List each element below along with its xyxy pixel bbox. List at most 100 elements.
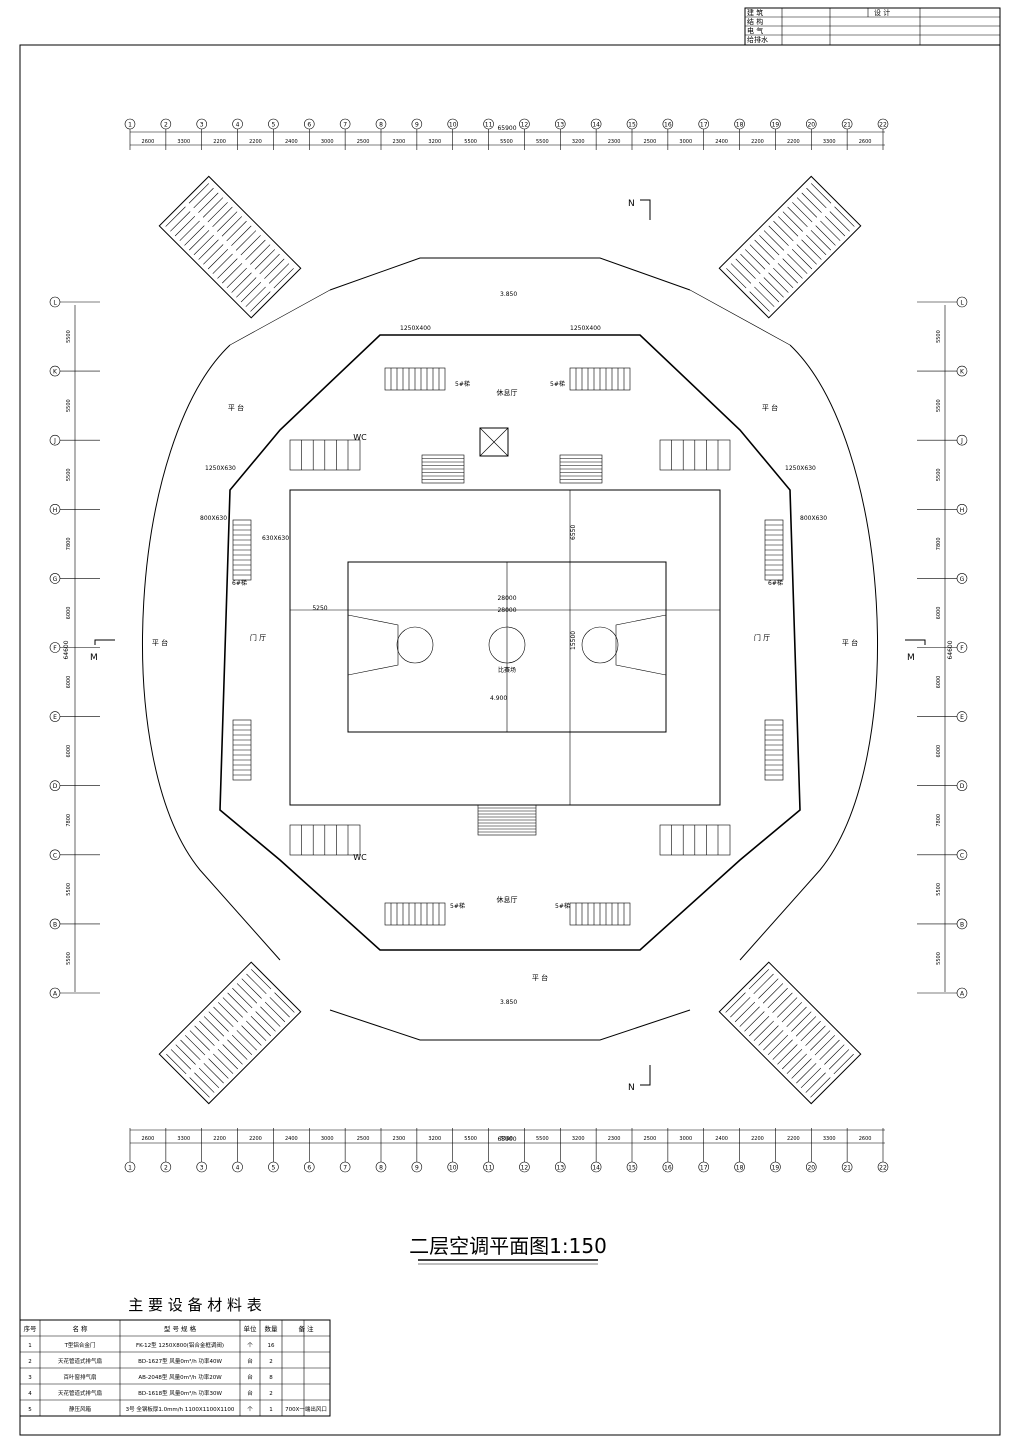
axis-bubble-20-top: 20	[805, 118, 817, 150]
main-hall: 比赛场 28000 28000 15500 6550 5250 门 厅 门 厅 …	[152, 291, 858, 1006]
axis-bubble-21-bottom: 21	[841, 1128, 853, 1173]
axis-bubble-14-bottom: 14	[590, 1128, 602, 1173]
axis-bubble-15-top: 15	[626, 118, 638, 150]
svg-text:N: N	[628, 1083, 635, 1093]
section-marker-m-right: M	[905, 639, 926, 663]
svg-text:17: 17	[700, 122, 708, 129]
drawing-title-text: 二层空调平面图1:150	[409, 1234, 607, 1258]
bottom-dim-15: 3000	[679, 1136, 692, 1142]
top-total-dim: 65900	[497, 125, 516, 132]
table-cell-5-2: 3号 全钢板厚1.0mm/h 1100X1100X1100	[126, 1405, 235, 1413]
table-cell-4-4: 2	[269, 1391, 273, 1397]
svg-text:3: 3	[200, 1165, 204, 1172]
axis-bubble-22-bottom: 22	[877, 1128, 889, 1173]
axis-bubble-H-left: H	[49, 503, 100, 515]
svg-text:K: K	[53, 369, 58, 376]
svg-text:13: 13	[556, 1165, 564, 1172]
stair-wing-bottom-right	[718, 961, 862, 1105]
platform-bottom: 平 台	[532, 973, 548, 982]
axis-bubble-12-bottom: 12	[519, 1128, 530, 1173]
axis-bubble-5-bottom: 5	[268, 1128, 279, 1173]
axis-bubble-4-bottom: 4	[232, 1128, 243, 1173]
svg-text:4: 4	[236, 122, 240, 129]
top-dim-19: 3300	[823, 139, 836, 145]
table-cell-5-4: 1	[269, 1407, 273, 1413]
table-cell-3-3: 台	[247, 1373, 253, 1381]
bottom-dim-13: 2300	[608, 1136, 621, 1142]
table-cell-5-0: 5	[28, 1407, 32, 1413]
stair-top-right	[569, 367, 631, 391]
wc-room-bottom-left	[289, 824, 361, 856]
court-width-dim: 28000	[497, 607, 516, 614]
svg-text:2: 2	[164, 122, 168, 129]
svg-text:13: 13	[556, 122, 564, 129]
drawing-title: 二层空调平面图1:150	[409, 1234, 607, 1265]
axis-bubble-8-bottom: 8	[375, 1128, 387, 1173]
axis-bubble-13-bottom: 13	[554, 1128, 566, 1173]
stair-5-top-right: 5#梯	[550, 380, 565, 388]
axis-bubble-2-bottom: 2	[160, 1128, 172, 1173]
svg-text:15: 15	[628, 122, 636, 129]
left-dim-6: 6000	[66, 745, 72, 758]
stair-left-lower	[232, 719, 252, 781]
top-dim-15: 3000	[679, 139, 692, 145]
table-cell-1-3: 个	[247, 1342, 253, 1349]
axis-bubble-14-top: 14	[590, 118, 602, 150]
axis-bubble-F-right: F	[917, 642, 968, 653]
table-header-0: 序号	[24, 1324, 38, 1333]
bottom-dim-1: 3300	[177, 1136, 190, 1142]
svg-text:21: 21	[843, 122, 851, 129]
svg-text:6: 6	[307, 122, 311, 129]
axis-bubble-17-bottom: 17	[698, 1128, 710, 1173]
svg-text:15: 15	[628, 1165, 636, 1172]
table-cell-5-5: 700X一端出风口	[285, 1405, 327, 1413]
table-header-1: 名 称	[72, 1324, 88, 1333]
right-dim-1: 5500	[936, 399, 942, 412]
axis-bubble-A-right: A	[917, 987, 968, 999]
svg-text:F: F	[53, 645, 57, 652]
svg-text:19: 19	[772, 1165, 780, 1172]
axis-bubble-19-bottom: 19	[770, 1128, 781, 1173]
bottom-dim-18: 2200	[787, 1136, 800, 1142]
duct-label-800-right: 800X630	[800, 515, 827, 522]
svg-text:16: 16	[664, 122, 672, 129]
svg-text:K: K	[960, 369, 965, 376]
duct-label-top-left: 1250X400	[400, 325, 431, 332]
axis-bubble-7-bottom: 7	[339, 1128, 351, 1173]
stair-right-lower	[764, 719, 784, 781]
wc-bottom: WC	[353, 853, 367, 862]
top-dim-16: 2400	[715, 139, 728, 145]
left-total-dim: 64600	[63, 640, 70, 659]
title-block-extra-label: 设 计	[874, 8, 890, 17]
title-block-label-0: 建 筑	[747, 8, 763, 17]
top-dim-13: 2300	[608, 139, 621, 145]
svg-text:J: J	[53, 438, 56, 445]
table-cell-3-4: 8	[269, 1375, 273, 1381]
left-dim-0: 5500	[66, 330, 72, 343]
court-surround	[289, 489, 721, 806]
right-axis-line: 64600	[944, 305, 954, 992]
section-marker-m-left: M	[90, 639, 115, 663]
left-dim-4: 6000	[66, 607, 72, 620]
bottom-dim-8: 3200	[428, 1136, 441, 1142]
axis-bubble-16-top: 16	[662, 118, 674, 150]
stair-5-top-left: 5#梯	[455, 380, 470, 388]
level-label-bottom: 3.850	[500, 999, 517, 1006]
axis-bubble-D-left: D	[49, 780, 100, 792]
svg-text:3: 3	[200, 122, 204, 129]
bottom-dim-9: 5500	[464, 1136, 477, 1142]
wc-room-top-right	[659, 439, 731, 471]
top-dim-3: 2200	[249, 139, 262, 145]
svg-text:4: 4	[236, 1165, 240, 1172]
table-cell-4-0: 4	[28, 1391, 32, 1397]
svg-text:5: 5	[272, 1165, 276, 1172]
top-dim-9: 5500	[464, 139, 477, 145]
svg-text:6: 6	[307, 1165, 311, 1172]
title-block-label-2: 电 气	[747, 26, 763, 35]
axis-bubble-G-left: G	[49, 573, 100, 584]
top-dim-10: 5500	[500, 139, 513, 145]
table-cell-5-1: 静压风箱	[69, 1405, 92, 1413]
svg-text:2: 2	[164, 1165, 168, 1172]
title-block-label-1: 结 构	[747, 17, 763, 26]
axis-bubble-D-right: D	[917, 780, 968, 792]
